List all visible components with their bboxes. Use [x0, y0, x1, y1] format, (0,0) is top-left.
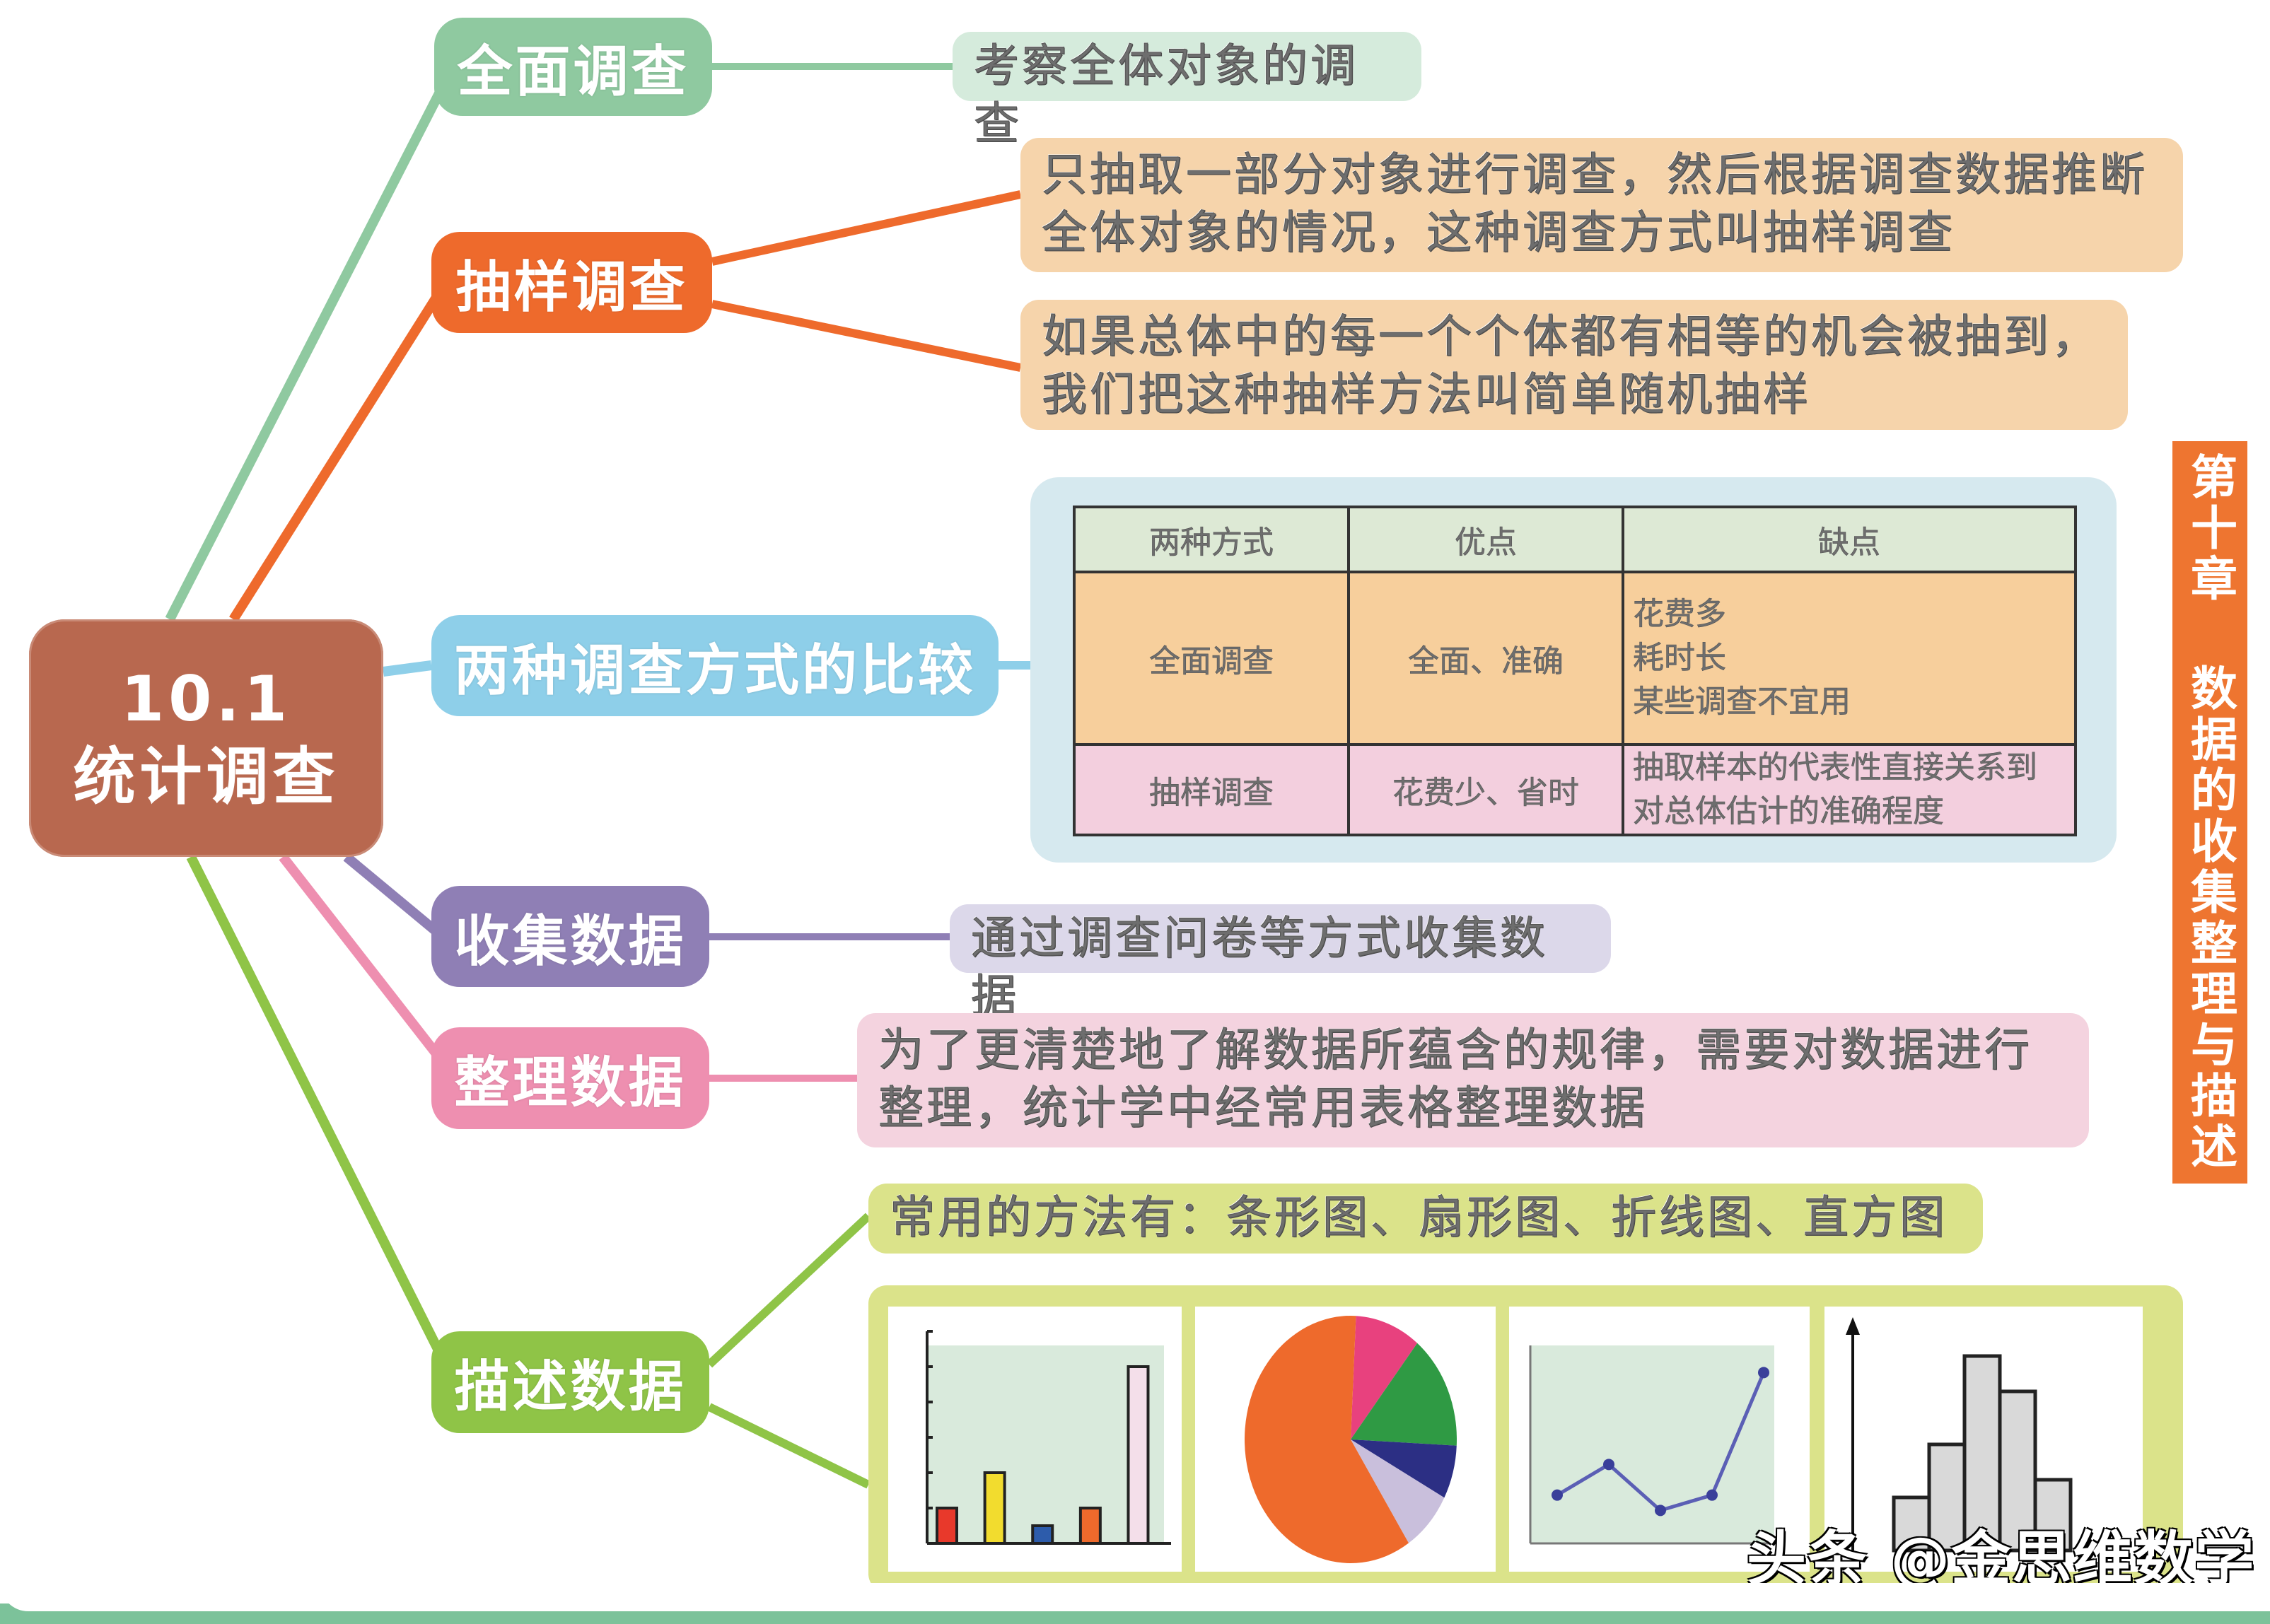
header-cons: 缺点	[1622, 506, 2077, 573]
branch-label: 整理数据	[454, 1051, 687, 1115]
histogram-chart	[1824, 1307, 2143, 1572]
table-row: 全面调查 全面、准确 花费多 耗时长 某些调查不宜用	[1073, 571, 2077, 746]
line-chart	[1509, 1307, 1810, 1572]
pie-chart-svg	[1245, 1316, 1457, 1563]
histogram-svg	[1846, 1317, 2073, 1553]
branch-comparison[interactable]: 两种调查方式的比较	[431, 615, 999, 716]
bar-chart	[888, 1307, 1182, 1572]
cons-line: 抽取样本的代表性直接关系到	[1633, 749, 2038, 786]
branch-sample-survey[interactable]: 抽样调查	[431, 232, 712, 333]
branch-organize-data[interactable]: 整理数据	[431, 1027, 709, 1129]
branch-label: 两种调查方式的比较	[453, 638, 976, 703]
root-number: 10.1	[120, 662, 292, 735]
desc-text: 常用的方法有：条形图、扇形图、折线图、直方图	[890, 1192, 1948, 1245]
desc-simple-random-sampling: 如果总体中的每一个个体都有相等的机会被抽到，我们把这种抽样方法叫简单随机抽样	[1020, 300, 2128, 430]
bar-chart-svg	[926, 1330, 1171, 1545]
cons-line: 耗时长	[1633, 640, 1727, 677]
chart-examples-panel	[868, 1285, 2183, 1592]
comparison-table: 两种方式 优点 缺点 全面调查 全面、准确 花费多 耗时长 某些调查不宜用 抽样…	[1073, 506, 2077, 836]
cell-pros: 花费少、省时	[1347, 743, 1624, 836]
chapter-label: 第十章 数据的收集整理与描述	[2172, 441, 2247, 1184]
root-node[interactable]: 10.1 统计调查	[29, 619, 383, 857]
cell-pros: 全面、准确	[1347, 571, 1624, 746]
desc-full-survey: 考察全体对象的调查	[953, 32, 1421, 151]
comparison-table-panel: 两种方式 优点 缺点 全面调查 全面、准确 花费多 耗时长 某些调查不宜用 抽样…	[1030, 477, 2117, 863]
cell-cons: 花费多 耗时长 某些调查不宜用	[1622, 571, 2077, 746]
root-title: 统计调查	[73, 740, 339, 813]
cons-line: 对总体估计的准确程度	[1633, 793, 1945, 830]
branch-label: 描述数据	[454, 1355, 687, 1419]
branch-label: 收集数据	[454, 909, 687, 974]
desc-collect-data: 通过调查问卷等方式收集数据	[950, 904, 1611, 1024]
bottom-border-band	[0, 1583, 2270, 1624]
cell-cons: 抽取样本的代表性直接关系到 对总体估计的准确程度	[1622, 743, 2077, 836]
desc-organize-data: 为了更清楚地了解数据所蕴含的规律，需要对数据进行整理，统计学中经常用表格整理数据	[857, 1013, 2089, 1147]
desc-text: 考察全体对象的调查	[974, 40, 1358, 151]
header-method: 两种方式	[1073, 506, 1350, 573]
header-pros: 优点	[1347, 506, 1624, 573]
branch-label: 全面调查	[457, 40, 689, 104]
desc-text: 只抽取一部分对象进行调查，然后根据调查数据推断全体对象的情况，这种调查方式叫抽样…	[1042, 149, 2148, 260]
table-row: 抽样调查 花费少、省时 抽取样本的代表性直接关系到 对总体估计的准确程度	[1073, 743, 2077, 836]
line-chart-svg	[1529, 1345, 1774, 1545]
cell-method: 全面调查	[1073, 571, 1350, 746]
desc-describe-methods: 常用的方法有：条形图、扇形图、折线图、直方图	[868, 1184, 1983, 1254]
cons-line: 某些调查不宜用	[1633, 684, 1851, 720]
branch-describe-data[interactable]: 描述数据	[431, 1331, 709, 1433]
desc-sample-definition: 只抽取一部分对象进行调查，然后根据调查数据推断全体对象的情况，这种调查方式叫抽样…	[1020, 138, 2183, 272]
pie-chart	[1195, 1307, 1496, 1572]
branch-collect-data[interactable]: 收集数据	[431, 886, 709, 987]
cons-line: 花费多	[1633, 596, 1727, 633]
cell-method: 抽样调查	[1073, 743, 1350, 836]
branch-full-survey[interactable]: 全面调查	[434, 18, 712, 116]
desc-text: 通过调查问卷等方式收集数据	[971, 913, 1548, 1024]
desc-text: 如果总体中的每一个个体都有相等的机会被抽到，我们把这种抽样方法叫简单随机抽样	[1042, 311, 2100, 422]
watermark: 头条 @金思维数学	[1747, 1524, 2256, 1594]
desc-text: 为了更清楚地了解数据所蕴含的规律，需要对数据进行整理，统计学中经常用表格整理数据	[878, 1024, 2032, 1135]
branch-label: 抽样调查	[455, 255, 688, 320]
